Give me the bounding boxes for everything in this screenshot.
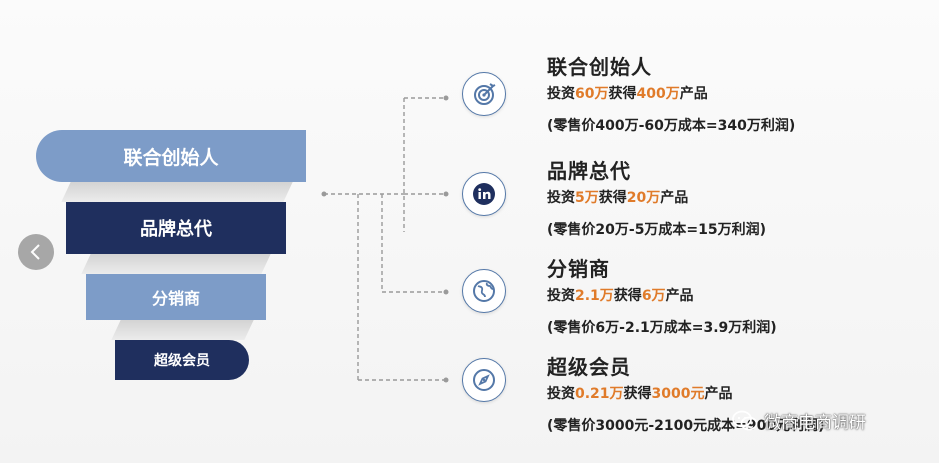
funnel-tier-distributor: 分销商 (86, 274, 266, 320)
investment-line: 投资5万获得20万产品 (547, 188, 766, 208)
product-suffix: 产品 (660, 190, 689, 206)
tier-label: 超级会员 (154, 353, 210, 369)
invest-prefix: 投资 (547, 386, 575, 402)
get-word: 获得 (608, 86, 637, 102)
entry-distributor: 分销商 投资2.1万获得6万产品 (零售价6万-2.1万成本=3.9万利润) (547, 256, 777, 338)
invest-amount: 60万 (575, 86, 609, 102)
get-word: 获得 (598, 190, 627, 206)
profit-note: (零售价3000元-2100元成本=900元利润) (547, 418, 825, 434)
globe-icon-badge (457, 264, 511, 318)
entry-title: 分销商 (547, 257, 610, 281)
entry-title: 品牌总代 (547, 159, 631, 183)
product-amount: 400万 (636, 86, 680, 102)
invest-amount: 0.21万 (575, 386, 624, 402)
invest-amount: 5万 (575, 190, 599, 206)
tier-label: 联合创始人 (123, 146, 219, 169)
product-amount: 20万 (626, 190, 661, 206)
watermark-text: 微商电商调研 (764, 413, 866, 433)
profit-note: (零售价20万-5万成本=15万利润) (547, 222, 767, 238)
product-suffix: 产品 (704, 386, 733, 402)
get-word: 获得 (613, 288, 642, 304)
invest-prefix: 投资 (547, 190, 575, 206)
funnel-tier-brand-agent: 品牌总代 (66, 202, 286, 254)
compass-icon (473, 369, 495, 391)
wechat-icon (732, 410, 758, 430)
linkedin-icon-badge (457, 167, 511, 221)
investment-line: 投资60万获得400万产品 (547, 84, 795, 104)
product-amount: 6万 (641, 288, 666, 304)
entry-title: 超级会员 (547, 355, 631, 379)
compass-icon-badge (457, 353, 511, 407)
get-word: 获得 (623, 386, 652, 402)
investment-line: 投资2.1万获得6万产品 (547, 286, 777, 306)
entry-super-member: 超级会员 投资0.21万获得3000元产品 (零售价3000元-2100元成本=… (547, 354, 825, 436)
funnel-tier-super-member: 超级会员 (115, 340, 249, 380)
entry-brand-agent: 品牌总代 投资5万获得20万产品 (零售价20万-5万成本=15万利润) (547, 158, 766, 240)
invest-amount: 2.1万 (575, 288, 614, 304)
chevron-left-icon (30, 244, 40, 260)
profit-note: (零售价400万-60万成本=340万利润) (547, 118, 796, 134)
entry-co-founder: 联合创始人 投资60万获得400万产品 (零售价400万-60万成本=340万利… (547, 54, 795, 136)
product-suffix: 产品 (665, 288, 694, 304)
invest-prefix: 投资 (547, 288, 575, 304)
investment-line: 投资0.21万获得3000元产品 (547, 384, 825, 404)
target-icon (474, 83, 496, 105)
entry-title: 联合创始人 (547, 55, 652, 79)
linkedin-icon (473, 183, 495, 205)
profit-note: (零售价6万-2.1万成本=3.9万利润) (547, 320, 777, 336)
funnel-tier-co-founder: 联合创始人 (36, 130, 306, 182)
globe-icon (473, 280, 495, 302)
watermark: 微商电商调研 (732, 408, 866, 433)
tier-label: 品牌总代 (140, 219, 212, 240)
product-amount: 3000元 (651, 386, 705, 402)
tier-label: 分销商 (151, 289, 200, 308)
product-suffix: 产品 (679, 86, 708, 102)
invest-prefix: 投资 (547, 86, 575, 102)
previous-slide-button[interactable] (18, 234, 54, 270)
target-icon-badge (457, 67, 511, 121)
